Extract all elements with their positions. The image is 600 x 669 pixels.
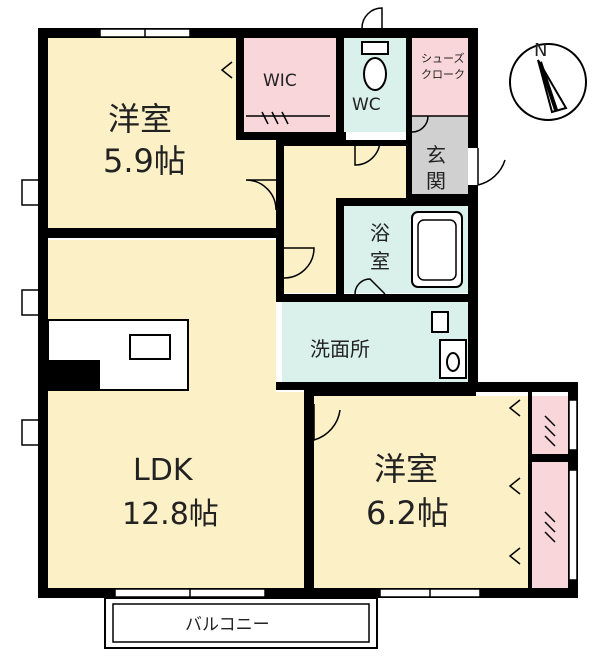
toilet-tank: [361, 41, 389, 55]
ldk-area: 12.8帖: [122, 497, 219, 532]
entrance-step: [411, 115, 468, 133]
balcony-label: バルコニー: [185, 615, 270, 635]
western-room-1-area: 5.9帖: [103, 142, 186, 180]
western-room-2-name: 洋室: [374, 450, 438, 488]
shoe-closet-floor: [412, 38, 468, 116]
closet-marks: [220, 61, 556, 565]
shoe-closet-label-1: シューズ: [421, 51, 464, 65]
western-room-2-area: 6.2帖: [366, 494, 449, 532]
door-swings: [21, 7, 506, 446]
washing-machine-drum: [446, 352, 460, 372]
hall-floor: [280, 145, 408, 198]
compass-north-label: N: [534, 40, 547, 61]
compass: N: [509, 40, 587, 121]
wic-label: WIC: [263, 71, 297, 91]
ldk-floor-lower: [276, 392, 306, 588]
hall-floor-lower: [280, 198, 338, 293]
compass-needle-fill: [538, 61, 558, 111]
shoe-closet-label-2: クローク: [421, 68, 465, 81]
ldk-floor: [48, 240, 276, 588]
balcony: [104, 597, 378, 649]
kitchen-column: [48, 360, 100, 390]
wash-basin: [431, 311, 449, 333]
western-room-1-nook: [238, 140, 280, 228]
window-mullions: [144, 29, 431, 597]
bath-label-2: 室: [370, 249, 390, 273]
western-room-1-floor: [48, 38, 238, 228]
western-room-2-floor: [314, 396, 528, 588]
entrance-label-2: 関: [426, 169, 446, 193]
western-room-1-name: 洋室: [108, 100, 172, 138]
wc-label: WC: [352, 95, 381, 115]
kitchen-sink: [129, 334, 171, 360]
closet-2-upper: [528, 396, 568, 454]
entrance-label-1: 玄: [426, 143, 446, 167]
bath-label-1: 浴: [370, 221, 390, 245]
balcony-inner: [112, 603, 370, 643]
washroom-label: 洗面所: [310, 337, 370, 361]
bathtub-inner: [417, 219, 457, 281]
ldk-name: LDK: [133, 453, 194, 488]
toilet-bowl: [363, 57, 387, 91]
